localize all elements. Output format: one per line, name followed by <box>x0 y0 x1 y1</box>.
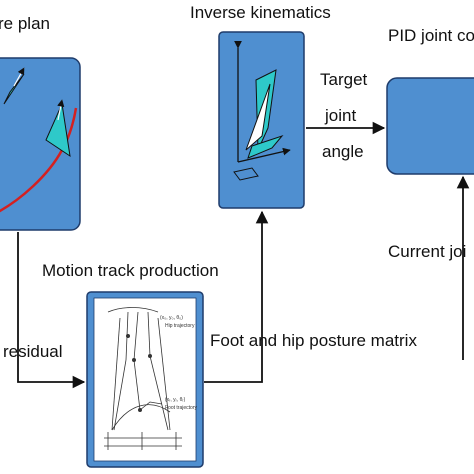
target-joint-angle-label-3: angle <box>322 142 364 161</box>
ik-leg-shape-white <box>245 83 271 151</box>
posture-plan-box <box>0 57 81 231</box>
inverse-kinematics-label: Inverse kinematics <box>190 3 331 22</box>
posture-plan-label: re plan <box>0 14 50 33</box>
arrow-motion-to-ik <box>204 210 269 383</box>
posture-triangle-left <box>3 73 25 105</box>
posture-triangle-right <box>45 102 71 158</box>
inset-foot-trajectory-label: Foot trajectory <box>165 405 197 411</box>
inset-hip-tag: (x₀, y₀, θ₀) <box>160 315 183 321</box>
inverse-kinematics-box <box>218 31 305 209</box>
pid-joint-control-label: PID joint co <box>388 26 474 45</box>
target-joint-angle-label-1: Target <box>320 70 368 89</box>
inset-hip-trajectory-label: Hip trajectory <box>165 323 195 329</box>
current-joint-label: Current joi <box>388 242 467 261</box>
motion-track-production-box: (x₀, y₀, θ₀) Hip trajectory (xᵣ, yᵣ, θᵣ)… <box>86 291 204 468</box>
motion-track-production-label: Motion track production <box>42 261 219 280</box>
pid-joint-control-box <box>386 77 474 175</box>
target-joint-angle-label-2: joint <box>325 106 357 125</box>
arrow-plan-to-motion <box>17 232 86 389</box>
inset-foot-tag: (xᵣ, yᵣ, θᵣ) <box>165 397 186 403</box>
